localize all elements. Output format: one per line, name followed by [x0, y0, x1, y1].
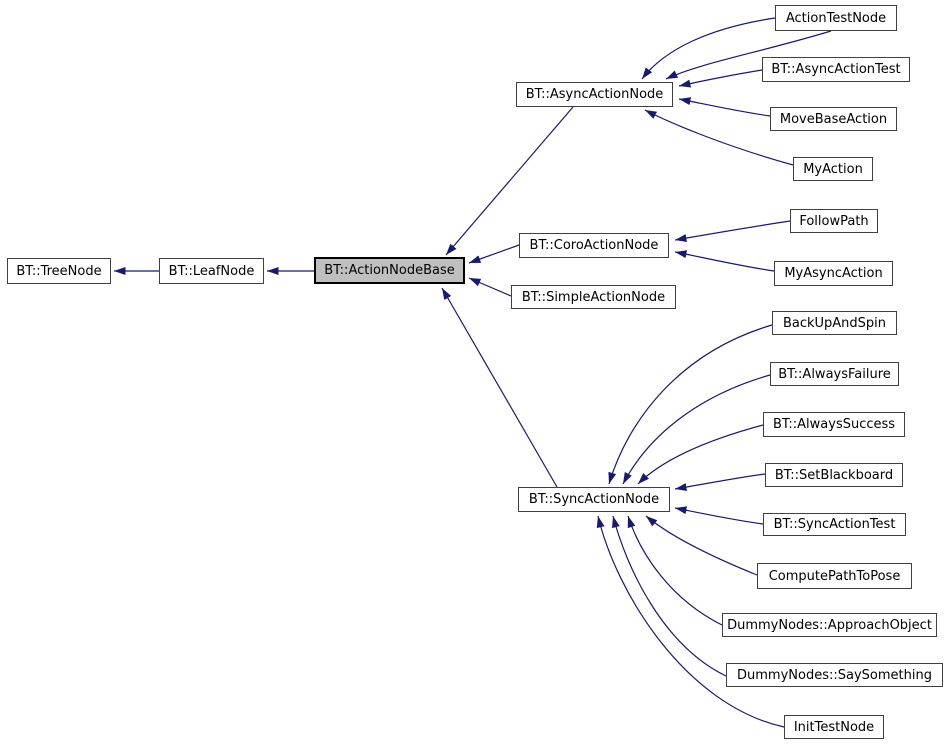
- edge-followpath-to-coroactionnode: [674, 220, 791, 242]
- class-node-bt-asyncactionnode[interactable]: BT::AsyncActionNode: [516, 82, 673, 107]
- class-node-inittestnode[interactable]: InitTestNode: [784, 715, 884, 739]
- edge-setblackboard-to-syncactionnode: [674, 473, 766, 492]
- class-node-dummynodes-approachobject[interactable]: DummyNodes::ApproachObject: [722, 613, 937, 637]
- class-node-followpath[interactable]: FollowPath: [790, 209, 878, 233]
- class-node-myaction[interactable]: MyAction: [793, 157, 873, 181]
- class-node-bt-setblackboard[interactable]: BT::SetBlackboard: [765, 463, 903, 487]
- edge-actiontestnode-to-asyncactionnode-1: [641, 17, 776, 80]
- class-node-computepathtopose[interactable]: ComputePathToPose: [757, 563, 912, 589]
- edge-movebaseaction-to-asyncactionnode: [678, 97, 771, 117]
- edge-syncactiontest-to-syncactionnode: [674, 506, 764, 525]
- class-node-bt-treenode[interactable]: BT::TreeNode: [7, 258, 111, 284]
- class-node-bt-coroactionnode[interactable]: BT::CoroActionNode: [519, 233, 669, 258]
- class-node-bt-actionnodebase: BT::ActionNodeBase: [314, 257, 465, 284]
- edge-coroactionnode-to-actionnodebase: [468, 244, 520, 264]
- edge-syncactionnode-to-actionnodebase: [441, 287, 558, 488]
- edge-simpleactionnode-to-actionnodebase: [468, 277, 512, 297]
- edge-alwaysfailure-to-syncactionnode: [622, 374, 771, 485]
- class-node-bt-alwaysfailure[interactable]: BT::AlwaysFailure: [770, 362, 899, 386]
- class-node-bt-asyncactiontest[interactable]: BT::AsyncActionTest: [762, 57, 910, 82]
- class-node-dummynodes-saysomething[interactable]: DummyNodes::SaySomething: [726, 663, 943, 687]
- class-node-backupandspin[interactable]: BackUpAndSpin: [772, 311, 897, 335]
- edge-backupandspin-to-syncactionnode: [608, 324, 773, 485]
- edge-actiontestnode-to-asyncactionnode-2: [665, 30, 832, 80]
- edge-asyncactiontest-to-asyncactionnode: [678, 69, 763, 88]
- class-node-bt-syncactionnode[interactable]: BT::SyncActionNode: [518, 487, 670, 512]
- edge-alwayssuccess-to-syncactionnode: [637, 424, 764, 485]
- class-node-bt-syncactiontest[interactable]: BT::SyncActionTest: [763, 513, 906, 536]
- edge-computepathtopose-to-syncactionnode: [645, 515, 758, 576]
- class-node-actiontestnode[interactable]: ActionTestNode: [775, 5, 897, 31]
- class-node-movebaseaction[interactable]: MoveBaseAction: [770, 107, 897, 131]
- class-node-bt-alwayssuccess[interactable]: BT::AlwaysSuccess: [763, 412, 905, 437]
- class-node-myasyncaction[interactable]: MyAsyncAction: [774, 261, 893, 286]
- edge-approachobject-to-syncactionnode: [627, 515, 723, 626]
- edge-inittestnode-to-syncactionnode: [596, 515, 785, 728]
- class-node-bt-simpleactionnode[interactable]: BT::SimpleActionNode: [511, 285, 676, 309]
- edge-saysomething-to-syncactionnode: [612, 515, 727, 677]
- edge-asyncactionnode-to-actionnodebase: [445, 106, 574, 256]
- class-node-bt-leafnode[interactable]: BT::LeafNode: [159, 258, 264, 284]
- edge-myasyncaction-to-coroactionnode: [674, 250, 775, 272]
- edge-myaction-to-asyncactionnode: [644, 109, 794, 166]
